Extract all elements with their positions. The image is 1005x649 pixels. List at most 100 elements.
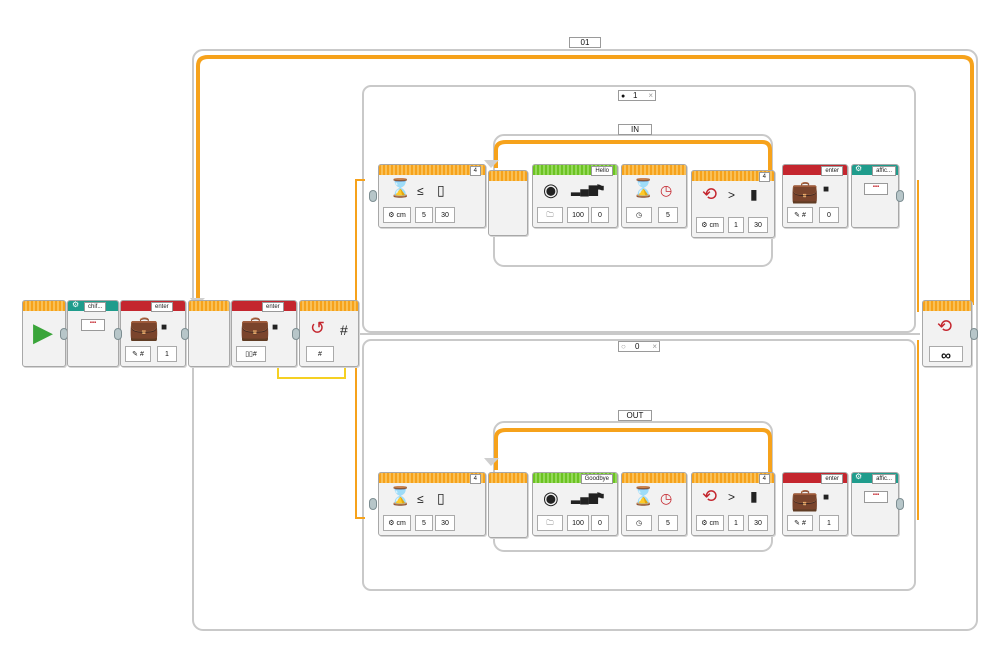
sequence-plug[interactable] (181, 328, 189, 340)
threshold-param[interactable]: 1 (728, 515, 744, 531)
distance-param[interactable]: 30 (435, 207, 455, 223)
compare-icon: ≤ (417, 492, 424, 506)
gear-icon[interactable]: ⚙ (855, 164, 863, 173)
close-case-icon[interactable]: × (652, 342, 657, 351)
distance-param[interactable]: 30 (435, 515, 455, 531)
switch-case-bottom-tab[interactable]: ○ 0 × (618, 341, 660, 352)
mode-selector[interactable]: ⚙ cm (696, 217, 724, 233)
ultrasonic-wait-block-top[interactable]: 4 ⌛ ≤ ▯ ⚙ cm 5 30 (378, 164, 486, 228)
switch-mode-selector[interactable]: # (306, 346, 334, 362)
case-default-radio-icon[interactable]: ● (621, 93, 626, 100)
switch-case-top-tab[interactable]: ● 1 × (618, 90, 656, 101)
threshold-param[interactable]: 1 (728, 217, 744, 233)
rotation-wait-block-bottom[interactable]: 4 ⟲ > ▮ ⚙ cm 1 30 (691, 472, 775, 536)
port-label[interactable]: 4 (469, 166, 481, 176)
hourglass-icon: ⌛ (389, 178, 412, 198)
folder-icon[interactable]: 🗀 (537, 515, 563, 531)
port-label[interactable]: 4 (469, 474, 481, 484)
sequence-plug[interactable] (292, 328, 300, 340)
switch-icon[interactable]: ↺ (310, 318, 326, 338)
close-case-icon[interactable]: × (648, 91, 653, 100)
variable-value[interactable]: 0 (819, 207, 839, 223)
sensor-icon: ▮ (750, 488, 758, 504)
switch-block[interactable]: ↺ # # (299, 300, 359, 367)
loop-bar (489, 473, 527, 483)
gear-icon[interactable]: ⚙ (855, 472, 863, 481)
start-block[interactable]: ▶ (22, 300, 66, 367)
loop-end-block[interactable]: ⟲ ∞ (922, 300, 972, 367)
outer-loop-label[interactable]: 01 (569, 37, 601, 48)
sound-block-top[interactable]: Hello ◉ ▂▄▆ ⚑ 🗀 100 0 (532, 164, 618, 228)
mode-selector[interactable]: ✎ # (787, 515, 813, 531)
volume-param[interactable]: 100 (567, 515, 589, 531)
mode-selector[interactable]: ✎ # (787, 207, 813, 223)
sensor-icon: ▯ (437, 490, 445, 506)
volume-param[interactable]: 100 (567, 207, 589, 223)
sequence-plug[interactable] (369, 498, 377, 510)
sound-block-bottom[interactable]: Goodbye ◉ ▂▄▆ ⚑ 🗀 100 0 (532, 472, 618, 536)
rotation-wait-block-top[interactable]: 4 ⟲ > ▮ ⚙ cm 1 30 (691, 170, 775, 238)
display-block-bottom[interactable]: affic... ⚙ ▪▪▪ (851, 472, 899, 536)
variable-block-2[interactable]: enter 💼 ■ ▯▯# (231, 300, 297, 367)
variable-block-top[interactable]: enter 💼 ■ ✎ # 0 (782, 164, 848, 228)
inner-loop-out-label[interactable]: OUT (618, 410, 652, 421)
loop-icon: ⟲ (937, 316, 953, 336)
loop-start-block[interactable] (188, 300, 230, 367)
timer-wait-block-top[interactable]: ⌛ ◷ ◷ 5 (621, 164, 687, 228)
variable-block-header: enter (151, 302, 173, 312)
mode-selector[interactable]: ⚙ cm (383, 515, 411, 531)
mode-selector[interactable]: ⚙ cm (383, 207, 411, 223)
loop-out-start[interactable] (488, 472, 528, 538)
threshold-param[interactable]: 5 (415, 207, 433, 223)
ultrasonic-wait-block-bottom[interactable]: 4 ⌛ ≤ ▯ ⚙ cm 5 30 (378, 472, 486, 536)
briefcase-icon[interactable]: 💼 (240, 315, 270, 342)
timer-mode-selector[interactable]: ◷ (626, 515, 652, 531)
mode-selector[interactable]: ▯▯# (236, 346, 266, 362)
timer-wait-block-bottom[interactable]: ⌛ ◷ ◷ 5 (621, 472, 687, 536)
sequence-plug[interactable] (369, 190, 377, 202)
sound-file-name[interactable]: Hello (591, 166, 613, 176)
variable-type-icon: ■ (823, 184, 830, 195)
switch-case-top-label: 1 (633, 91, 638, 100)
timer-mode-selector[interactable]: ◷ (626, 207, 652, 223)
folder-icon[interactable]: 🗀 (537, 207, 563, 223)
variable-block-1[interactable]: enter 💼 ■ ✎ # 1 (120, 300, 186, 367)
clock-icon: ◷ (660, 182, 673, 198)
loop-arrows-icon: ⟲ (702, 486, 718, 506)
variable-block-bottom[interactable]: enter 💼 ■ ✎ # 1 (782, 472, 848, 536)
sequence-plug[interactable] (896, 190, 904, 202)
port-label[interactable]: 4 (758, 172, 770, 182)
seconds-param[interactable]: 5 (658, 515, 678, 531)
variable-value[interactable]: 1 (157, 346, 177, 362)
loop-in-start[interactable] (488, 170, 528, 236)
loop-mode-selector[interactable]: ∞ (929, 346, 963, 363)
case-radio-icon[interactable]: ○ (621, 342, 626, 351)
inner-loop-in-label[interactable]: IN (618, 124, 652, 135)
flag-icon: ⚑ (595, 490, 606, 504)
speaker-icon: ◉ (543, 488, 559, 508)
threshold-param[interactable]: 5 (415, 515, 433, 531)
briefcase-icon[interactable]: 💼 (791, 179, 819, 204)
mode-selector[interactable]: ✎ # (125, 346, 151, 362)
variable-block-header: enter (821, 474, 843, 484)
play-icon[interactable]: ▶ (33, 317, 53, 347)
sound-file-name[interactable]: Goodbye (580, 474, 613, 484)
sequence-plug[interactable] (114, 328, 122, 340)
seconds-param[interactable]: 5 (658, 207, 678, 223)
port-label[interactable]: 4 (758, 474, 770, 484)
distance-param[interactable]: 30 (748, 515, 768, 531)
variable-block-header: enter (821, 166, 843, 176)
display-block-top[interactable]: affic... ⚙ ▪▪▪ (851, 164, 899, 228)
sound-block-bar (533, 473, 617, 483)
sequence-plug-end[interactable] (970, 328, 978, 340)
sequence-plug[interactable] (896, 498, 904, 510)
distance-param[interactable]: 30 (748, 217, 768, 233)
play-type-param[interactable]: 0 (591, 515, 609, 531)
display-block[interactable]: chif... ⚙ ▪▪▪ (67, 300, 119, 367)
variable-value[interactable]: 1 (819, 515, 839, 531)
play-type-param[interactable]: 0 (591, 207, 609, 223)
gear-icon[interactable]: ⚙ (72, 300, 80, 309)
briefcase-icon[interactable]: 💼 (791, 487, 819, 512)
briefcase-icon[interactable]: 💼 (129, 315, 159, 342)
mode-selector[interactable]: ⚙ cm (696, 515, 724, 531)
